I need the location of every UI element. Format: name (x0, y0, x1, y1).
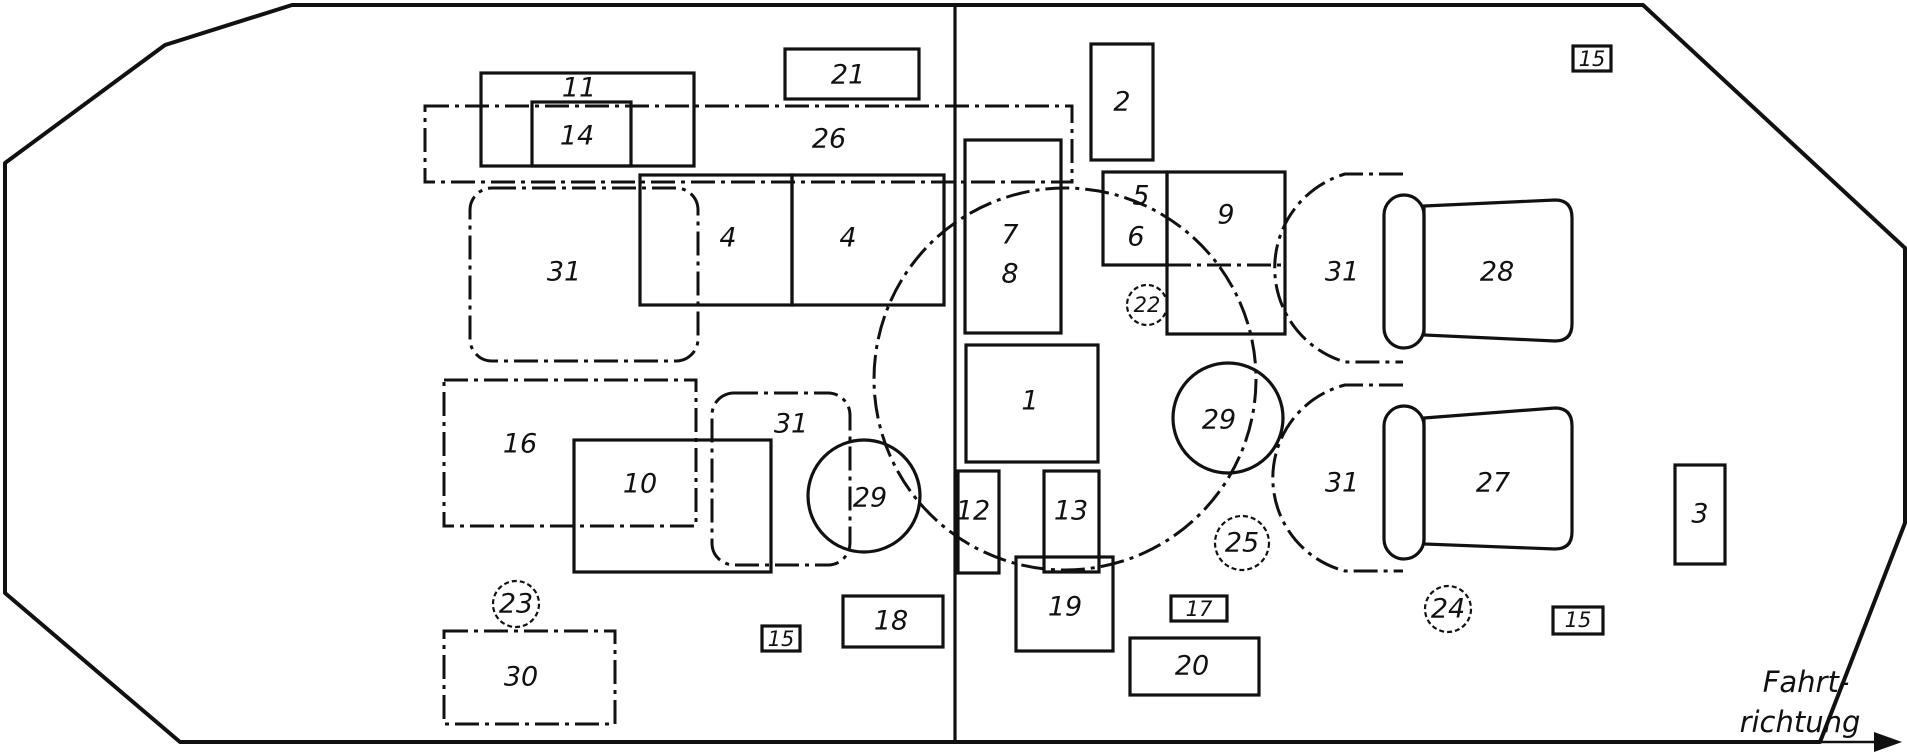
element-9 (1165, 170, 1287, 336)
label-31-upper-right: 31 (1325, 257, 1359, 288)
label-13: 13 (1054, 496, 1088, 527)
hull-outline (3, 3, 1907, 744)
element-29-left (806, 438, 922, 554)
element-31-upper-right (1273, 172, 1403, 364)
element-31-lower-right (1271, 383, 1403, 573)
element-25 (1213, 514, 1271, 572)
element-26 (423, 104, 1074, 184)
label-8: 8 (1001, 259, 1018, 290)
label-12: 12 (956, 496, 990, 527)
label-2: 2 (1113, 87, 1130, 118)
label-15-lower-left: 15 (768, 627, 795, 651)
label-16: 16 (503, 429, 537, 460)
element-15-lower-left (760, 624, 802, 653)
element-14 (530, 100, 633, 168)
label-11: 11 (562, 73, 596, 104)
direction-label-line2: richtung (1740, 705, 1861, 739)
element-20 (1128, 636, 1261, 697)
element-18 (841, 594, 945, 649)
label-24: 24 (1431, 594, 1465, 625)
label-31-upper-left: 31 (547, 257, 581, 288)
label-19: 19 (1048, 592, 1082, 623)
label-30: 30 (504, 662, 538, 693)
element-28-seat (1422, 198, 1574, 343)
element-10 (572, 438, 773, 574)
element-27-post (1382, 404, 1426, 561)
element-28-post (1382, 193, 1426, 350)
element-21 (783, 47, 921, 101)
element-27-seat (1422, 406, 1574, 551)
element-2 (1089, 42, 1155, 162)
label-22: 22 (1134, 293, 1161, 317)
label-6: 6 (1127, 222, 1144, 253)
element-4-left (638, 173, 794, 307)
label-3: 3 (1691, 499, 1708, 530)
element-22 (1125, 283, 1169, 327)
label-25: 25 (1225, 528, 1259, 559)
element-15-lower-right (1551, 605, 1605, 636)
label-15-lower-right: 15 (1565, 608, 1592, 632)
element-15-top (1571, 44, 1613, 73)
label-7: 7 (1001, 220, 1018, 251)
label-5: 5 (1132, 181, 1149, 212)
label-31-lower-right: 31 (1325, 468, 1359, 499)
element-3 (1673, 463, 1727, 566)
element-29-right (1171, 361, 1285, 475)
direction-label-line1: Fahrt- (1763, 665, 1850, 699)
label-14: 14 (560, 121, 594, 152)
element-23 (491, 579, 541, 629)
element-19 (1014, 555, 1115, 653)
element-13 (1042, 469, 1101, 574)
element-16 (442, 378, 698, 528)
label-17: 17 (1186, 597, 1213, 621)
element-4-right (790, 173, 946, 307)
label-4-right: 4 (839, 223, 856, 254)
label-28: 28 (1480, 257, 1514, 288)
element-7-8 (963, 138, 1063, 335)
element-31-upper-left (468, 186, 700, 363)
label-15-top: 15 (1579, 47, 1606, 71)
element-24 (1423, 584, 1473, 634)
label-21: 21 (831, 60, 865, 91)
direction-arrow-icon (1874, 732, 1902, 752)
turning-circle (872, 186, 1258, 572)
label-9: 9 (1217, 200, 1234, 231)
label-23: 23 (499, 589, 533, 620)
label-1: 1 (1021, 386, 1038, 417)
element-12 (956, 469, 1001, 575)
element-1 (964, 343, 1100, 464)
element-17 (1169, 594, 1229, 623)
label-10: 10 (623, 469, 657, 500)
label-29-left: 29 (853, 483, 887, 514)
label-26: 26 (812, 124, 846, 155)
element-31-middle-left (710, 391, 852, 567)
label-4-left: 4 (719, 223, 736, 254)
label-31-middle-left: 31 (774, 409, 808, 440)
element-30 (442, 629, 617, 726)
label-29-right: 29 (1202, 405, 1236, 436)
label-20: 20 (1175, 651, 1209, 682)
label-18: 18 (874, 606, 908, 637)
label-27: 27 (1476, 468, 1510, 499)
